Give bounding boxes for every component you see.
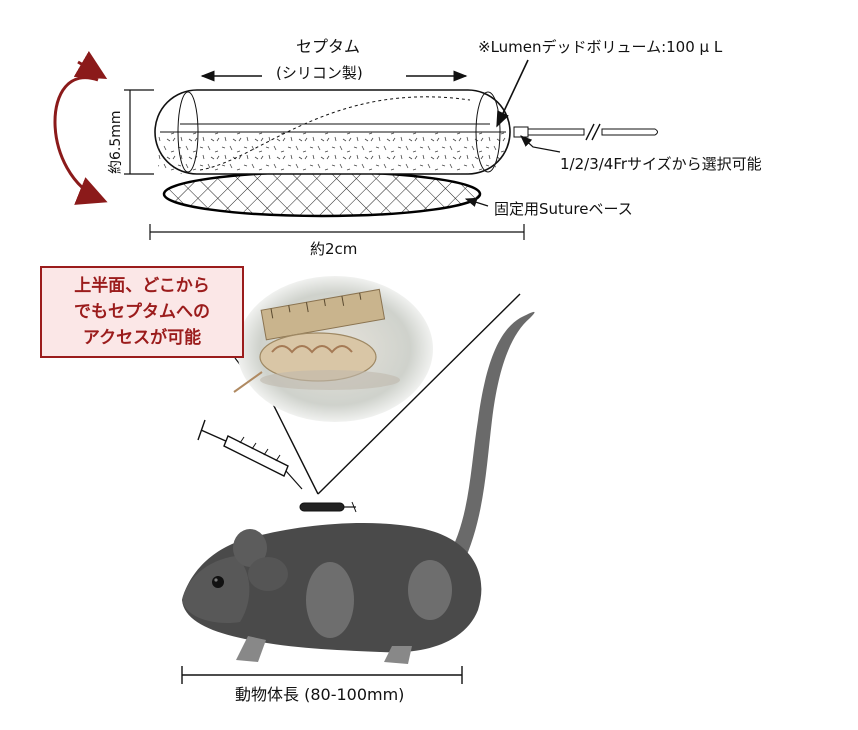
height-label: 約6.5mm (108, 110, 124, 174)
suture-base-label: 固定用Sutureベース (494, 200, 633, 218)
septum-title: セプタム (296, 37, 361, 56)
rotation-arrow (53, 76, 108, 205)
port-capsule (154, 89, 511, 175)
syringe (197, 419, 303, 490)
mini-device (299, 501, 357, 513)
suture-base (162, 170, 482, 218)
callout-line-2: でもセプタムへの (74, 302, 210, 322)
device-photo (233, 276, 433, 422)
lumen-dead-volume-note: ※Lumenデッドボリューム:100 μ L (478, 38, 723, 56)
length-label: 約2cm (310, 240, 358, 258)
callout-line-3: アクセスが可能 (82, 328, 202, 348)
catheter-size-note: 1/2/3/4Frサイズから選択可能 (560, 155, 762, 173)
access-callout: 上半面、どこから でもセプタムへの アクセスが可能 (40, 266, 244, 358)
body-length-label: 動物体長 (80-100mm) (235, 685, 405, 704)
callout-line-1: 上半面、どこから (74, 276, 210, 296)
septum-material: (シリコン製) (276, 64, 363, 82)
catheter (513, 123, 658, 141)
mouse-illustration (182, 311, 535, 664)
